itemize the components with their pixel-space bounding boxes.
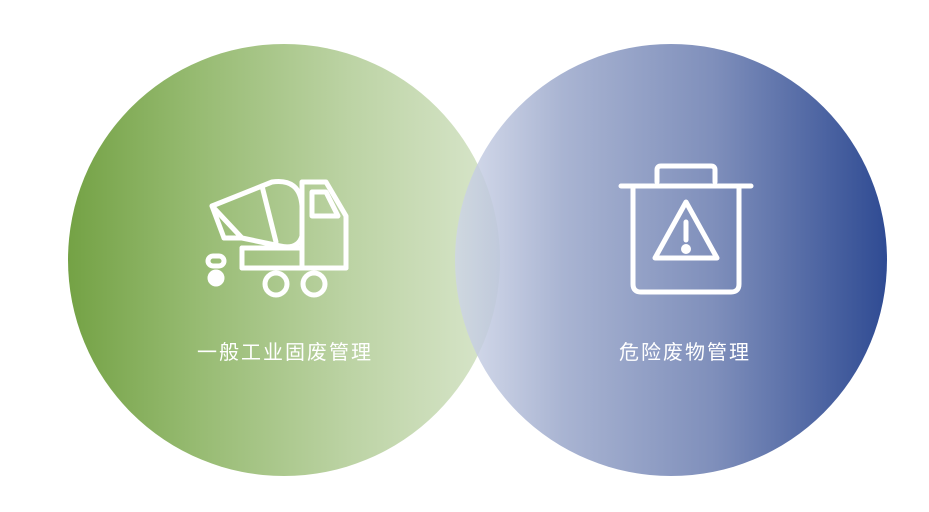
- general-industrial-waste-card[interactable]: [68, 44, 500, 476]
- hazardous-waste-label: 危险废物管理: [619, 340, 751, 364]
- hazard-bin-icon: [618, 163, 754, 295]
- general-industrial-waste-label: 一般工业固废管理: [197, 340, 373, 364]
- mixer-truck-icon: [205, 179, 349, 298]
